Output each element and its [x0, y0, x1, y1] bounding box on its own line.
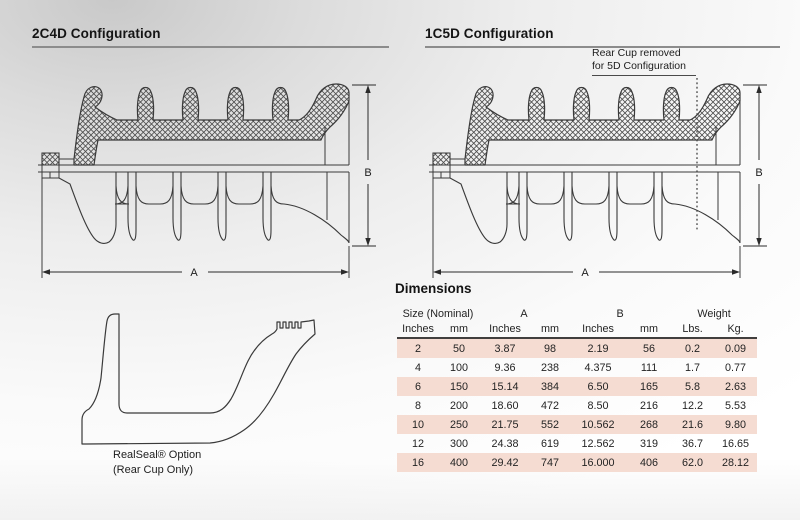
table-cell: 5.8 [671, 377, 715, 396]
table-cell: 406 [627, 453, 672, 472]
table-cell: 0.09 [714, 338, 758, 358]
dim-b-label: B [364, 167, 371, 179]
table-cell: 472 [541, 399, 560, 412]
table-cell: 250 [439, 415, 480, 434]
table-cell: 10 [397, 415, 439, 434]
table-cell: 28.12 [714, 453, 758, 472]
table-cell: 2.63 [714, 377, 758, 396]
table-unit-header: mm [627, 321, 672, 339]
table-cell: 18.60 [491, 399, 519, 412]
table-cell: 6 [397, 377, 439, 396]
table-cell: 1.7 [685, 361, 701, 374]
table-cell: 552 [531, 415, 570, 434]
section-heading-2c4d: 2C4D Configuration [32, 26, 389, 48]
table-cell: 300 [450, 437, 469, 450]
table-cell: 16 [397, 453, 439, 472]
table-cell: 98 [531, 338, 570, 358]
table-cell: 10.562 [569, 415, 628, 434]
table-cell: 9.80 [714, 415, 758, 434]
table-cell: 56 [627, 338, 672, 358]
realseal-caption: RealSeal® Option (Rear Cup Only) [113, 448, 201, 477]
table-cell: 2.19 [569, 338, 628, 358]
callout-line1: Rear Cup removed [592, 47, 681, 59]
realseal-caption-line1: RealSeal® Option [113, 449, 202, 461]
table-cell: 619 [541, 437, 560, 450]
table-cell: 0.77 [725, 361, 747, 374]
table-group-header: Size (Nominal) [402, 308, 474, 320]
table-cell: 238 [541, 361, 560, 374]
2c4d-configuration-diagram: AB [38, 83, 376, 279]
table-unit-header: Kg. [714, 321, 758, 339]
table-cell: 29.42 [479, 453, 532, 472]
table-cell: 21.75 [479, 415, 532, 434]
table-group-header-row: Size (Nominal) A B Weight [397, 303, 757, 321]
table-cell: 4.375 [584, 361, 612, 374]
table-group-header: A [520, 308, 528, 320]
table-cell: 16.65 [722, 437, 750, 450]
rear-cup-callout: Rear Cup removed for 5D Configuration [592, 47, 696, 76]
table-cell: 319 [640, 437, 659, 450]
table-cell: 2 [397, 338, 439, 358]
table-cell: 216 [640, 399, 659, 412]
table-cell: 50 [439, 338, 480, 358]
realseal-profile-outline [81, 313, 316, 445]
table-cell: 36.7 [682, 437, 704, 450]
table-cell: 6.50 [569, 377, 628, 396]
table-cell: 268 [627, 415, 672, 434]
callout-line2: for 5D Configuration [592, 60, 686, 72]
table-cell: 12 [411, 437, 424, 450]
realseal-caption-line2: (Rear Cup Only) [113, 463, 194, 476]
table-cell: 9.36 [494, 361, 516, 374]
table-cell: 400 [439, 453, 480, 472]
dimensions-title: Dimensions [395, 281, 472, 296]
table-cell: 111 [640, 361, 658, 374]
table-cell: 16.000 [569, 453, 628, 472]
table-cell: 21.6 [671, 415, 715, 434]
1c5d-configuration-diagram: AB [429, 78, 767, 279]
table-cell: 12.562 [581, 437, 615, 450]
table-unit-header: Inches [397, 321, 439, 339]
table-cell: 4 [414, 361, 421, 374]
table-cell: 8 [414, 399, 421, 412]
dim-a-label: A [190, 267, 198, 279]
table-cell: 150 [439, 377, 480, 396]
table-unit-header: mm [531, 321, 570, 339]
table-group-header: B [616, 308, 624, 320]
table-cell: 15.14 [479, 377, 532, 396]
dim-a-label: A [581, 267, 589, 279]
table-cell: 200 [450, 399, 469, 412]
table-row: 8 200 18.60 472 8.50 216 12.2 5.53 [397, 396, 757, 415]
table-row: 12 300 24.38 619 12.562 319 36.7 16.65 [397, 434, 757, 453]
dim-b-label: B [755, 167, 762, 179]
table-unit-header: mm [439, 321, 480, 339]
table-cell: 165 [627, 377, 672, 396]
table-cell: 0.2 [671, 338, 715, 358]
table-unit-header: Inches [569, 321, 628, 339]
table-cell: 747 [531, 453, 570, 472]
table-cell: 5.53 [725, 399, 747, 412]
table-unit-header: Lbs. [671, 321, 715, 339]
table-cell: 8.50 [587, 399, 609, 412]
table-cell: 100 [450, 361, 469, 374]
table-cell: 384 [531, 377, 570, 396]
table-cell: 3.87 [479, 338, 532, 358]
section-heading-1c5d: 1C5D Configuration [425, 26, 780, 48]
table-group-header: Weight [697, 308, 731, 320]
table-cell: 12.2 [682, 399, 704, 412]
realseal-option-diagram [81, 313, 316, 445]
table-unit-header: Inches [479, 321, 532, 339]
table-row: 4 100 9.36 238 4.375 111 1.7 0.77 [397, 358, 757, 377]
table-cell: 62.0 [671, 453, 715, 472]
table-cell: 24.38 [491, 437, 519, 450]
